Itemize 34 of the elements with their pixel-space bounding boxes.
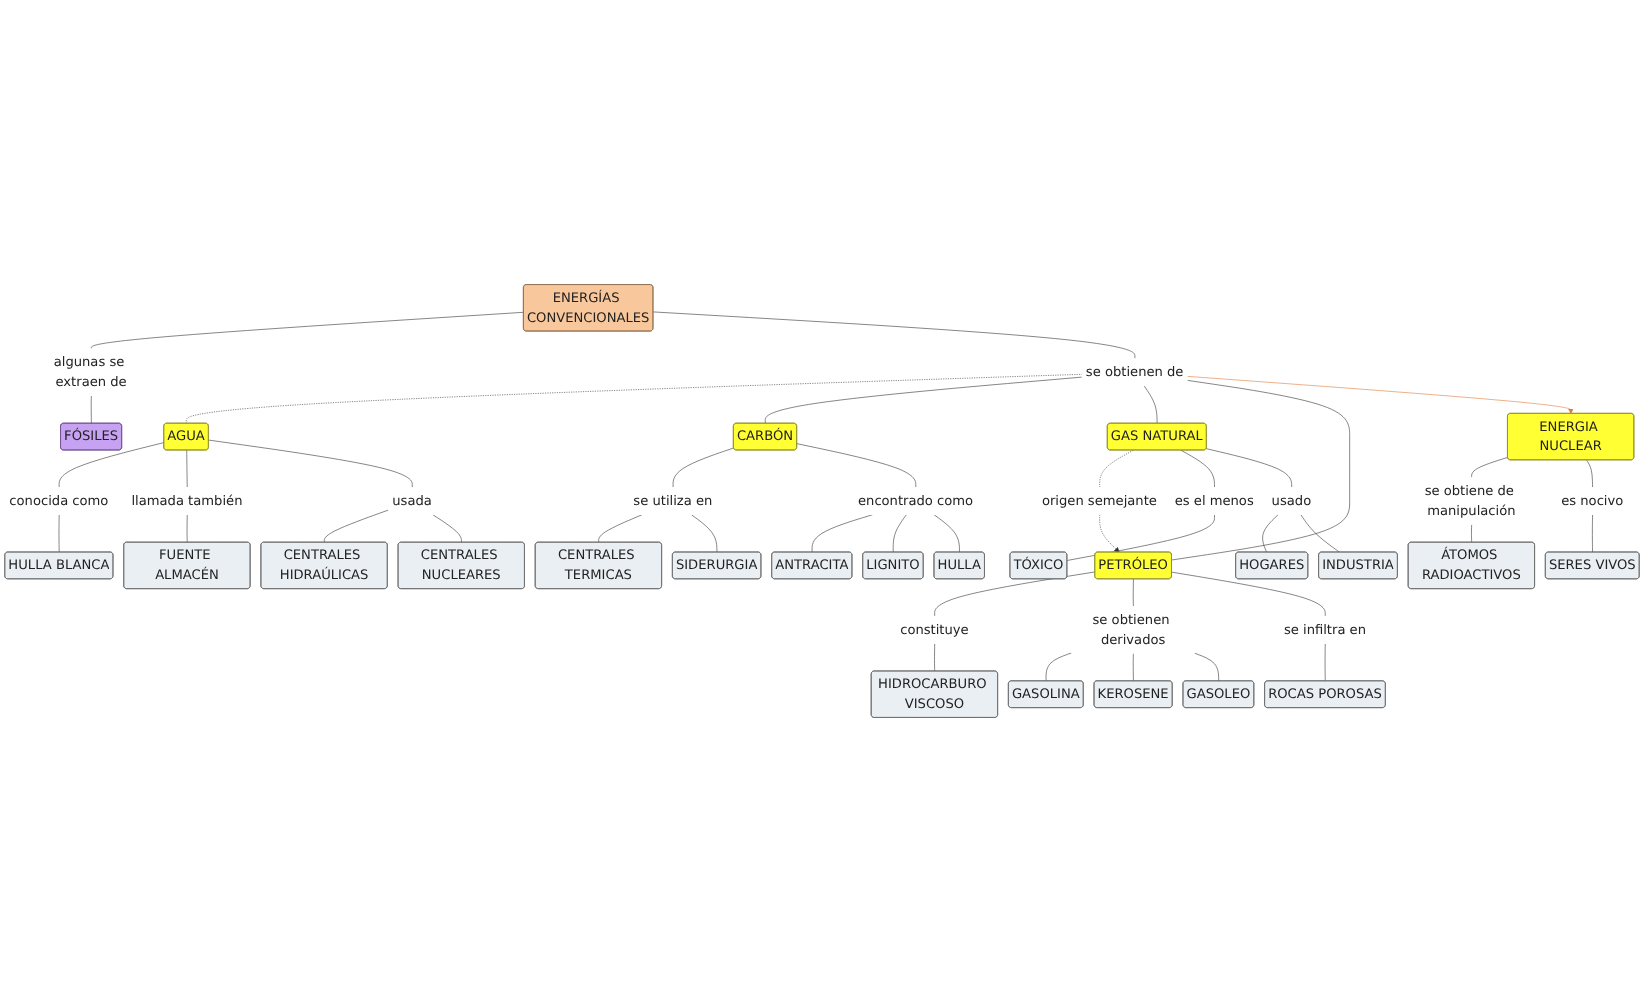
connector [58, 442, 165, 489]
connector [1171, 571, 1326, 617]
connector [1300, 514, 1340, 553]
connector [653, 311, 1136, 360]
connector [691, 514, 718, 553]
connector [1586, 459, 1593, 489]
connector [1132, 653, 1134, 682]
connector [1194, 652, 1219, 682]
connector [324, 509, 390, 543]
connector [811, 514, 873, 553]
connector [1171, 380, 1350, 561]
connector [208, 439, 413, 489]
connector [598, 514, 643, 543]
connector [934, 571, 1096, 617]
connector [432, 514, 462, 543]
connector [933, 514, 960, 553]
connector [1045, 652, 1072, 682]
connector [764, 376, 1083, 424]
connector [1324, 643, 1326, 682]
connector [91, 312, 524, 350]
connector [796, 443, 917, 489]
connector [1262, 514, 1279, 553]
connector [1592, 514, 1593, 553]
connector [58, 514, 60, 553]
connector [1143, 385, 1158, 424]
connector [1180, 450, 1215, 489]
connector [1471, 524, 1472, 543]
connector [186, 514, 188, 543]
connector [672, 447, 734, 489]
connector [186, 373, 1083, 424]
connector [934, 643, 935, 672]
connector [1206, 448, 1292, 489]
connector [892, 514, 907, 553]
connector [1471, 457, 1509, 479]
